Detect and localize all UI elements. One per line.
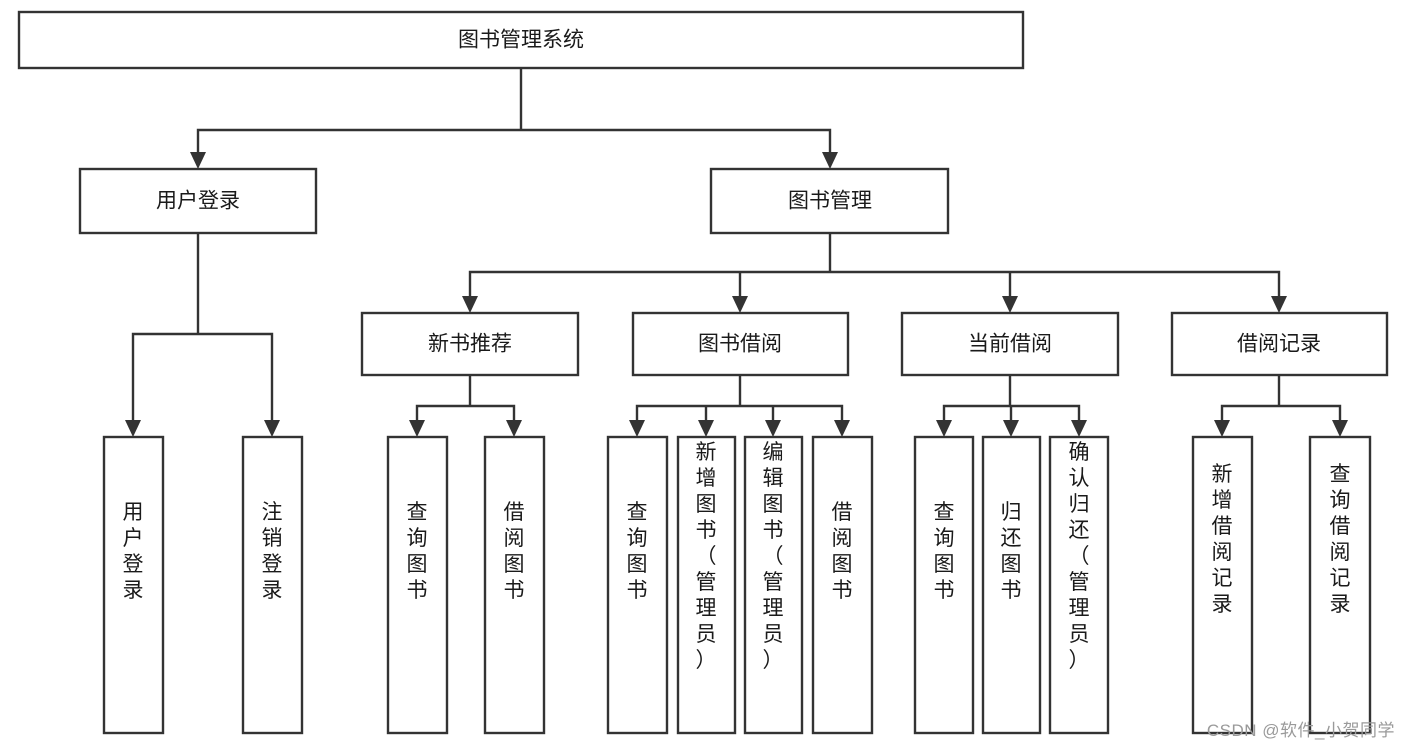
connector-group-book-borrow-children	[629, 373, 850, 437]
node-leaf-query-book-3-label: 查询图书	[934, 501, 955, 602]
arrow-head-to-current-borrow	[1002, 296, 1018, 313]
node-leaf-user-login-box[interactable]	[102, 435, 165, 735]
node-leaf-logout-box[interactable]	[241, 435, 304, 735]
arrow-head-to-leaf-borrow-book-1	[506, 420, 522, 437]
node-root-box[interactable]	[17, 10, 1025, 70]
node-leaf-add-record[interactable]: 新增借阅记录	[1191, 435, 1254, 735]
connector-root-bus	[196, 66, 832, 156]
node-leaf-query-book-1[interactable]: 查询图书	[386, 435, 449, 735]
arrow-head-to-leaf-query-record	[1332, 420, 1348, 437]
node-borrow-record-box[interactable]	[1170, 311, 1389, 377]
arrow-head-to-leaf-query-book-2	[629, 420, 645, 437]
node-leaf-logout[interactable]: 注销登录	[241, 435, 304, 735]
arrow-head-to-leaf-edit-book	[765, 420, 781, 437]
node-leaf-add-record-box[interactable]	[1191, 435, 1254, 735]
node-borrow-record-label: 借阅记录	[1237, 333, 1321, 356]
connector-current-borrow-bus	[942, 373, 1081, 424]
arrow-head-to-book-manage	[822, 152, 838, 169]
node-user-login-label: 用户登录	[156, 190, 240, 213]
connector-group-current-borrow-children	[936, 373, 1087, 437]
node-leaf-query-record[interactable]: 查询借阅记录	[1308, 435, 1372, 735]
arrow-head-to-leaf-borrow-book-2	[834, 420, 850, 437]
node-new-book-rec[interactable]: 新书推荐	[360, 311, 580, 377]
node-root-label: 图书管理系统	[458, 29, 584, 52]
node-leaf-query-record-box[interactable]	[1308, 435, 1372, 735]
arrow-head-to-book-borrow	[732, 296, 748, 313]
node-leaf-add-book[interactable]: 新增图书（管理员）	[676, 435, 737, 735]
node-leaf-borrow-book-1[interactable]: 借阅图书	[483, 435, 546, 735]
node-leaf-user-login[interactable]: 用户登录	[102, 435, 165, 735]
node-leaf-query-record-label: 查询借阅记录	[1330, 463, 1351, 616]
connector-group-user-login-children	[125, 231, 280, 437]
node-leaf-borrow-book-2-label: 借阅图书	[832, 501, 853, 602]
node-borrow-record[interactable]: 借阅记录	[1170, 311, 1389, 377]
node-leaf-query-book-2[interactable]: 查询图书	[606, 435, 669, 735]
node-leaf-add-record-label: 新增借阅记录	[1212, 463, 1233, 616]
node-current-borrow-box[interactable]	[900, 311, 1120, 377]
node-book-borrow[interactable]: 图书借阅	[631, 311, 850, 377]
node-leaf-edit-book-label: 编辑图书（管理员）	[763, 441, 784, 672]
node-leaf-borrow-book-1-label: 借阅图书	[504, 501, 525, 602]
node-book-borrow-box[interactable]	[631, 311, 850, 377]
node-leaf-add-book-label: 新增图书（管理员）	[696, 441, 717, 672]
arrow-head-to-leaf-user-login	[125, 420, 141, 437]
arrow-head-to-leaf-query-book-1	[409, 420, 425, 437]
arrow-head-to-leaf-add-book	[698, 420, 714, 437]
node-leaf-borrow-book-1-box[interactable]	[483, 435, 546, 735]
connector-group-root-to-level2	[190, 66, 838, 169]
node-leaf-query-book-2-label: 查询图书	[627, 501, 648, 602]
node-leaf-return-book[interactable]: 归还图书	[981, 435, 1042, 735]
node-leaf-return-book-box[interactable]	[981, 435, 1042, 735]
connector-borrow-record-bus	[1220, 373, 1342, 424]
connector-user-login-bus	[131, 231, 274, 424]
node-leaf-edit-book-box[interactable]	[743, 435, 804, 735]
node-current-borrow-label: 当前借阅	[968, 333, 1052, 356]
node-leaf-query-book-3[interactable]: 查询图书	[913, 435, 975, 735]
node-current-borrow[interactable]: 当前借阅	[900, 311, 1120, 377]
arrow-head-to-leaf-query-book-3	[936, 420, 952, 437]
connector-group-new-book-rec-children	[409, 373, 522, 437]
node-leaf-confirm-return-box[interactable]	[1048, 435, 1110, 735]
node-leaf-query-book-3-box[interactable]	[913, 435, 975, 735]
node-leaf-query-book-1-box[interactable]	[386, 435, 449, 735]
node-leaf-return-book-label: 归还图书	[1001, 501, 1022, 602]
node-new-book-rec-box[interactable]	[360, 311, 580, 377]
node-book-manage-box[interactable]	[709, 167, 950, 235]
arrow-head-to-borrow-record	[1271, 296, 1287, 313]
node-leaf-confirm-return[interactable]: 确认归还（管理员）	[1048, 435, 1110, 735]
arrow-head-to-leaf-add-record	[1214, 420, 1230, 437]
node-leaf-borrow-book-2-box[interactable]	[811, 435, 874, 735]
node-root[interactable]: 图书管理系统	[17, 10, 1025, 70]
node-user-login[interactable]: 用户登录	[78, 167, 318, 235]
node-new-book-rec-label: 新书推荐	[428, 333, 512, 356]
node-leaf-borrow-book-2[interactable]: 借阅图书	[811, 435, 874, 735]
node-book-manage-label: 图书管理	[788, 190, 872, 213]
node-leaf-logout-label: 注销登录	[262, 501, 283, 602]
connector-group-borrow-record-children	[1214, 373, 1348, 437]
connector-book-manage-bus	[468, 231, 1281, 300]
node-leaf-add-book-box[interactable]	[676, 435, 737, 735]
node-leaf-query-book-2-box[interactable]	[606, 435, 669, 735]
arrow-head-to-leaf-confirm-return	[1071, 420, 1087, 437]
node-user-login-box[interactable]	[78, 167, 318, 235]
arrow-head-to-leaf-logout	[264, 420, 280, 437]
connector-new-book-rec-bus	[415, 373, 516, 424]
node-leaf-query-book-1-label: 查询图书	[407, 501, 428, 602]
arrow-head-to-user-login	[190, 152, 206, 169]
connector-book-borrow-bus	[635, 373, 844, 424]
csdn-watermark: CSDN @软件_小贺同学	[1206, 721, 1395, 740]
node-leaf-confirm-return-label: 确认归还（管理员）	[1069, 441, 1090, 672]
arrow-head-to-new-book-rec	[462, 296, 478, 313]
connector-group-book-manage-children	[462, 231, 1287, 313]
node-book-manage[interactable]: 图书管理	[709, 167, 950, 235]
node-book-borrow-label: 图书借阅	[698, 333, 782, 356]
node-leaf-user-login-label: 用户登录	[123, 501, 144, 602]
arrow-head-to-leaf-return-book	[1003, 420, 1019, 437]
node-leaf-edit-book[interactable]: 编辑图书（管理员）	[743, 435, 804, 735]
